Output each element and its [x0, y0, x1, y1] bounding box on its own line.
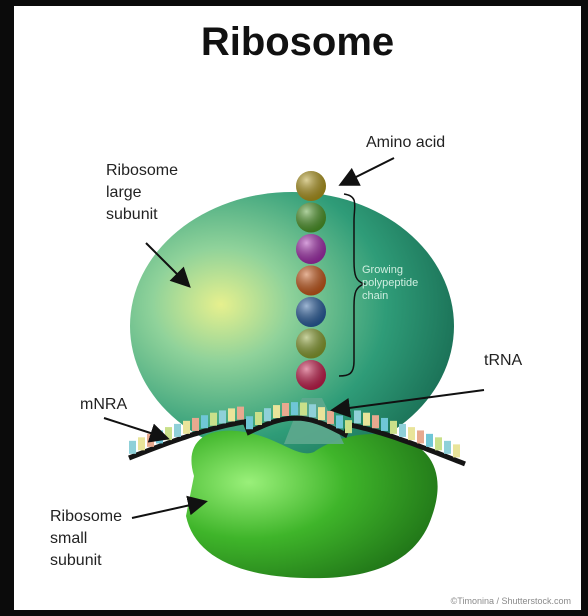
mrna-base	[435, 437, 442, 451]
label-amino-acid: Amino acid	[366, 134, 446, 151]
amino-acid-ball-shading	[296, 328, 326, 359]
large-subunit-body	[130, 192, 454, 460]
mrna-backbone	[128, 415, 466, 467]
mrna-base	[354, 410, 361, 424]
trna-arrow	[330, 389, 485, 418]
mrna-base	[228, 408, 235, 422]
mrna-base	[345, 420, 352, 434]
diagram-title: Ribosome	[200, 20, 395, 64]
label-trna: tRNA	[484, 352, 523, 369]
polypeptide-brace	[338, 193, 367, 377]
mrna-base	[201, 415, 208, 429]
mrna-base	[390, 420, 397, 434]
amino-acid-arrow	[338, 157, 395, 186]
mrna-base	[165, 427, 172, 441]
mrna-base	[444, 440, 451, 454]
mrna-strand	[128, 402, 466, 467]
mrna-base	[147, 433, 154, 447]
ribosome-illustration	[103, 157, 485, 579]
mrna-base	[282, 402, 289, 416]
mrna-base	[138, 437, 145, 451]
mrna-base	[291, 402, 298, 416]
mrna-base	[372, 415, 379, 429]
label-large-subunit: Ribosome large subunit	[106, 162, 179, 223]
amino-acid-ball-shading	[296, 265, 326, 296]
mrna-base	[237, 406, 244, 420]
mrna-base	[273, 405, 280, 419]
mrna-base	[381, 417, 388, 431]
mrna-base	[426, 433, 433, 447]
mrna-base	[183, 420, 190, 434]
amino-acid-ball-shading	[296, 171, 326, 201]
mrna-base	[318, 407, 325, 421]
mrna-base	[300, 402, 307, 416]
mrna-base	[327, 410, 334, 424]
mrna-base	[255, 412, 262, 426]
mrna-base	[399, 423, 406, 437]
mrna-base	[453, 444, 460, 458]
label-polypeptide: Growing polypeptide chain	[362, 264, 419, 302]
mrna-base	[246, 416, 253, 430]
mrna-base	[219, 410, 226, 424]
diagram-canvas: Ribosome Ribosome large subunit Amino ac…	[14, 6, 581, 610]
label-small-subunit: Ribosome small subunit	[50, 508, 123, 569]
mrna-base	[336, 415, 343, 429]
polypeptide-chain	[296, 171, 326, 390]
amino-acid-ball-shading	[296, 202, 326, 233]
mrna-base	[210, 412, 217, 426]
mrna-base	[417, 430, 424, 444]
mrna-arrow	[103, 417, 170, 443]
credit-watermark: ©Timonina / Shutterstock.com	[450, 596, 571, 606]
small-subunit-arrow	[131, 495, 208, 519]
mrna-base	[129, 440, 136, 454]
mrna-base	[192, 417, 199, 431]
large-subunit-arrow	[145, 242, 191, 288]
amino-acid-ball-shading	[296, 234, 326, 264]
small-subunit-body	[186, 430, 438, 579]
mrna-base	[363, 412, 370, 426]
label-mrna: mNRA	[80, 396, 128, 413]
mrna-base	[174, 423, 181, 437]
mrna-base	[408, 427, 415, 441]
amino-acid-ball-shading	[296, 360, 326, 390]
amino-acid-ball-shading	[296, 297, 326, 327]
mrna-base	[309, 404, 316, 418]
mrna-base	[264, 408, 271, 422]
